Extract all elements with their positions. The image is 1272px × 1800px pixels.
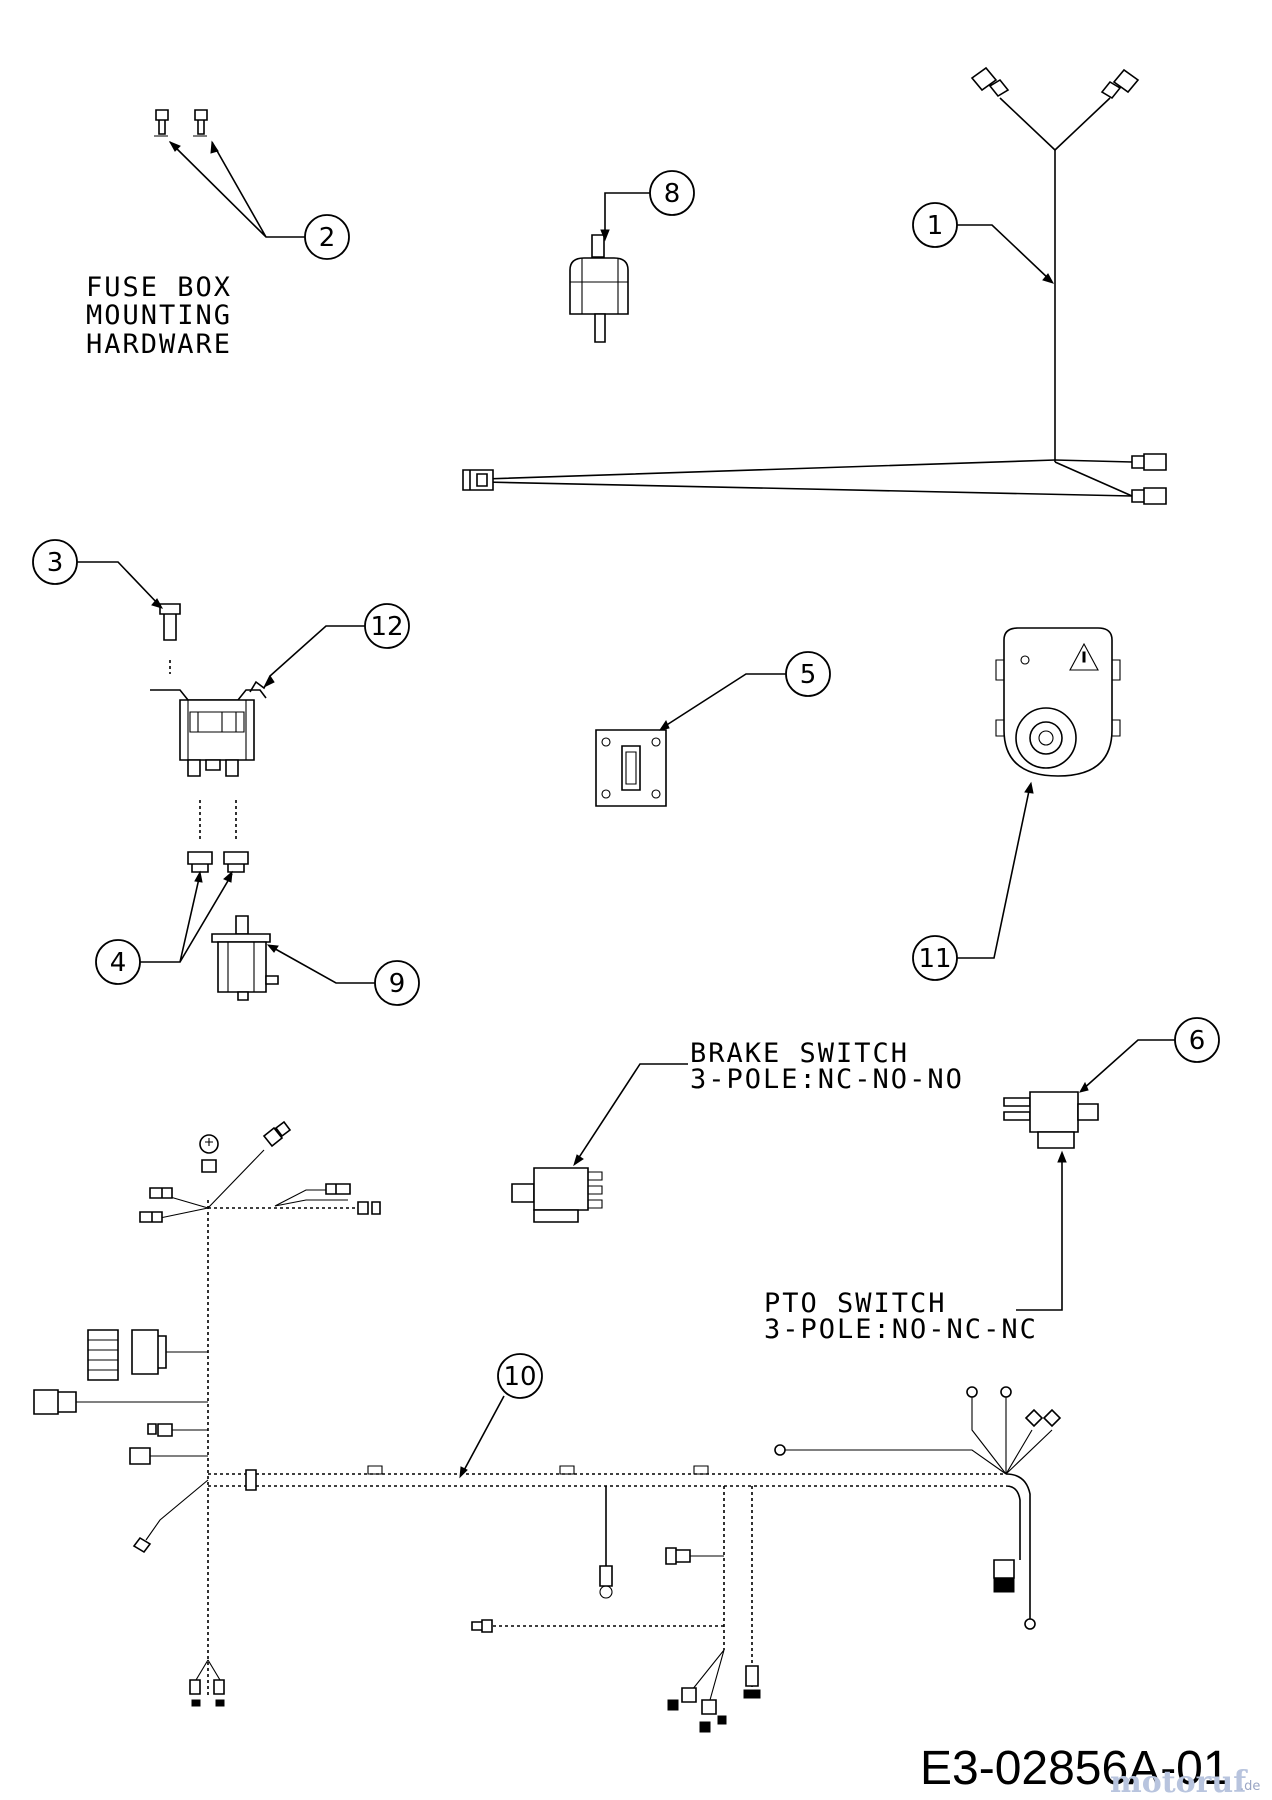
part-5-switch-plate [595,729,667,807]
svg-text:5: 5 [800,660,817,690]
callout-2: 2 [168,140,350,260]
brake-switch [511,1063,688,1223]
svg-text:2: 2 [319,223,336,253]
part-3-bolt [159,603,181,674]
svg-text:10: 10 [503,1362,536,1392]
svg-text:PTO SWITCH: PTO SWITCH [764,1288,947,1319]
svg-text:MOUNTING: MOUNTING [86,300,232,331]
brake-switch-label: BRAKE SWITCH 3-POLE:NC-NO-NO [690,1038,964,1095]
watermark-logo: motoruf [1110,1765,1248,1800]
part-6-pto-switch [1003,1091,1099,1149]
part-11-ignition [995,627,1121,777]
callout-3: 3 [32,539,164,609]
callout-9: 9 [266,944,420,1006]
pto-switch-label: PTO SWITCH 3-POLE:NO-NC-NC [764,1150,1067,1345]
drawing-code: E3-02856A-01 [920,1742,1230,1795]
callout-12: 12 [249,603,410,693]
part-8-switch [569,234,629,343]
svg-text:8: 8 [664,179,681,209]
svg-text:12: 12 [370,612,403,642]
part-1-harness [462,66,1167,505]
callout-10: 10 [459,1353,543,1479]
svg-text:3-POLE:NO-NC-NC: 3-POLE:NO-NC-NC [764,1314,1038,1345]
svg-text:HARDWARE: HARDWARE [86,329,232,360]
svg-text:FUSE BOX: FUSE BOX [86,272,232,303]
watermark-suffix: .de [1240,1779,1260,1794]
svg-text:6: 6 [1189,1026,1206,1056]
svg-text:1: 1 [927,211,944,241]
svg-text:BRAKE SWITCH: BRAKE SWITCH [690,1038,909,1069]
callout-11: 11 [912,781,1034,981]
svg-text:3-POLE:NC-NO-NO: 3-POLE:NC-NO-NO [690,1064,964,1095]
callout-6: 6 [1079,1017,1220,1093]
svg-text:9: 9 [389,969,406,999]
part-12-relay [150,689,267,840]
part-10-main-harness [33,1120,1062,1733]
callout-4: 4 [95,870,233,985]
callout-5: 5 [658,651,831,731]
svg-text:4: 4 [110,948,127,978]
callout-1: 1 [912,202,1055,284]
svg-text:3: 3 [47,548,64,578]
callout-8: 8 [600,170,695,242]
fuse-box-label: FUSE BOX MOUNTING HARDWARE [86,272,232,360]
part-2-screws [154,109,208,137]
part-4-grommets [187,851,249,873]
svg-text:11: 11 [918,944,951,974]
part-9-switch [211,915,279,1001]
